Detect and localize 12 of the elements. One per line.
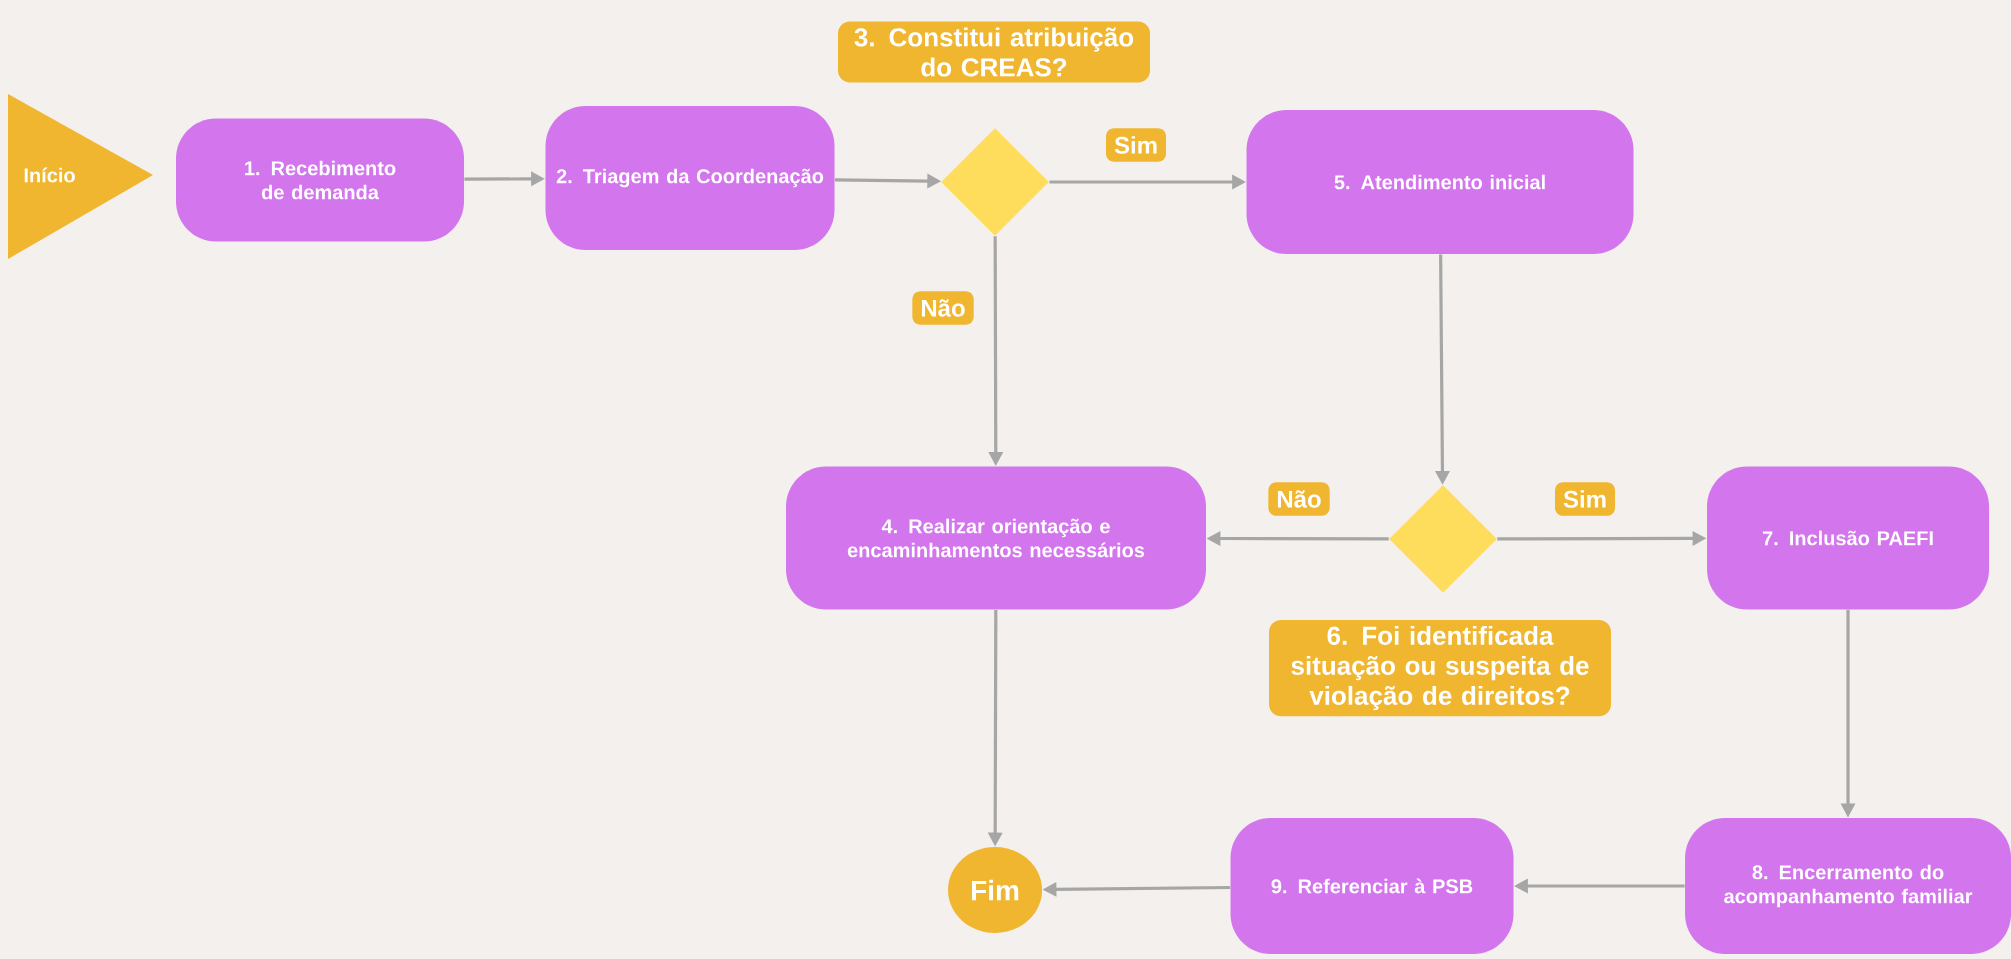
process-box: 9. Referenciar à PSB xyxy=(1230,818,1514,954)
edge-label: Sim xyxy=(1106,128,1166,162)
process-box: 4. Realizar orientação e encaminhamentos necessários xyxy=(786,466,1206,610)
start-triangle: Início xyxy=(8,94,153,259)
edge-label: Sim xyxy=(1555,482,1616,516)
process-box: 5. Atendimento inicial xyxy=(1246,110,1634,254)
process-box: 8. Encerramento do acompanhamento familiar xyxy=(1685,818,2011,954)
process-box: 1. Recebimento de demanda xyxy=(176,118,464,242)
edge-label: Não xyxy=(912,291,974,325)
edge-label: Não xyxy=(1268,482,1330,516)
process-box: 7. Inclusão PAEFI xyxy=(1707,466,1990,610)
process-box: 2. Triagem da Coordenação xyxy=(545,106,835,250)
